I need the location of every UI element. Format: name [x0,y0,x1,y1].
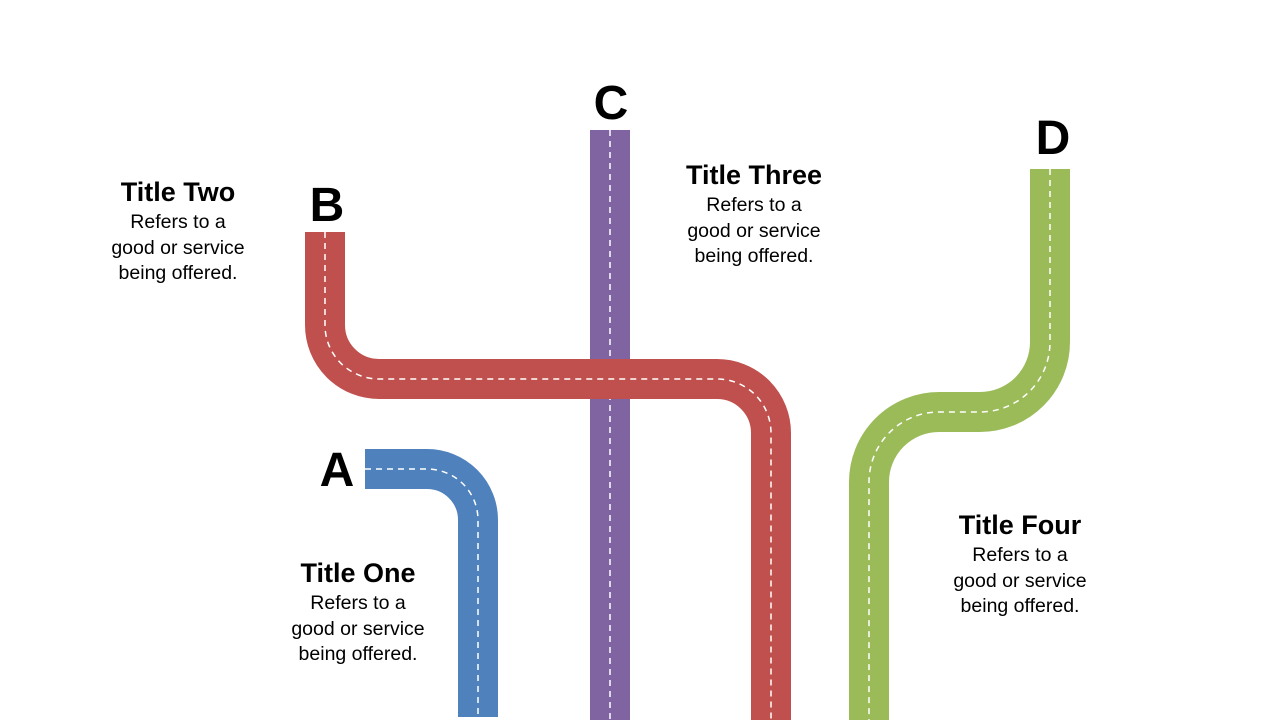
road-b [305,232,791,720]
title-three-description: Refers to a good or service being offere… [687,194,821,267]
title-one-description: Refers to a good or service being offere… [291,592,425,665]
title-three-block: Title Three Refers to a good or service … [634,159,874,270]
road-d [849,169,1070,720]
road-a-letter: A [319,444,355,497]
road-c-letter: C [593,77,629,130]
title-four-block: Title Four Refers to a good or service b… [900,509,1140,620]
title-one-heading: Title One [300,558,416,588]
title-four-heading: Title Four [958,510,1082,540]
title-one-block: Title One Refers to a good or service be… [238,557,478,668]
title-two-block: Title Two Refers to a good or service be… [58,176,298,287]
title-two-heading: Title Two [120,177,236,207]
title-three-heading: Title Three [685,160,823,190]
road-a [365,449,498,717]
title-two-description: Refers to a good or service being offere… [111,211,245,284]
road-b-letter: B [309,179,345,232]
road-d-letter: D [1035,112,1071,165]
title-four-description: Refers to a good or service being offere… [953,544,1087,617]
